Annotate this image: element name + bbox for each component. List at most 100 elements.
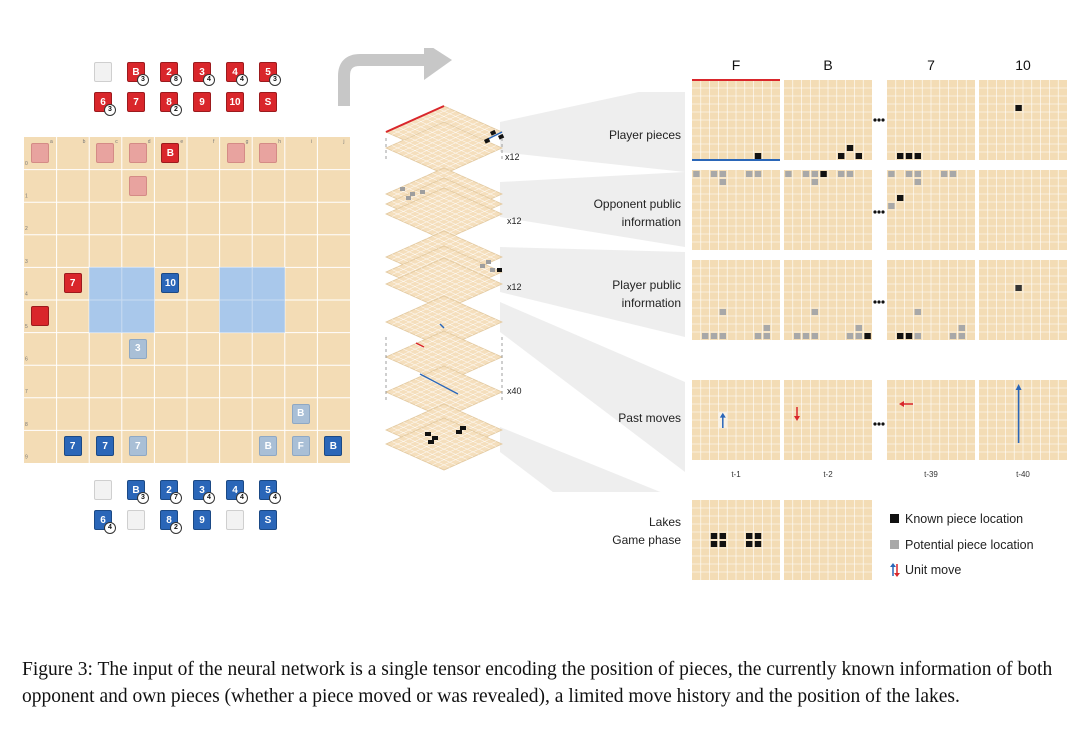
grid-player-pieces-b — [784, 80, 872, 160]
grid-player-public-f — [692, 260, 780, 340]
board-piece — [31, 143, 49, 163]
blue-reserve-piece — [127, 510, 145, 530]
grid-opponent-public-7 — [887, 170, 975, 250]
time-label-t1: t-1 — [731, 470, 741, 479]
board-piece: 10 — [161, 273, 180, 294]
tensor-layer — [385, 121, 503, 175]
board-piece: B — [291, 403, 310, 424]
grid-lakes — [692, 500, 780, 580]
grid-game-phase — [784, 500, 872, 580]
col-index: d — [148, 139, 151, 145]
tensor-layer — [385, 257, 503, 311]
tensor-stack — [385, 92, 685, 492]
figure-caption: Figure 3: The input of the neural networ… — [22, 659, 1053, 707]
potential-square-icon — [890, 540, 899, 549]
board-piece: 7 — [96, 436, 115, 457]
row-index: 2 — [25, 226, 28, 232]
stack-label-x12-b: x12 — [507, 216, 522, 226]
board-piece — [96, 143, 115, 163]
col-index: a — [50, 139, 53, 145]
flow-arrow-icon — [338, 48, 452, 106]
stack-label-x12-c: x12 — [507, 282, 522, 292]
row-index: 9 — [25, 454, 28, 460]
col-header-f: F — [731, 57, 741, 73]
blue-reserve-piece — [226, 510, 244, 530]
board-piece: B — [161, 143, 180, 163]
red-reserve-piece: 7 — [127, 92, 145, 112]
row-index: 6 — [25, 357, 28, 363]
col-index: h — [278, 139, 281, 145]
legend-known: Known piece location — [905, 512, 1024, 526]
blue-reserve-piece: 9 — [193, 510, 211, 530]
board-piece — [259, 143, 278, 163]
board-piece: 7 — [63, 273, 82, 294]
row-index: 5 — [25, 324, 28, 330]
label-past-moves: Past moves — [618, 411, 681, 425]
grid-opponent-public-10 — [979, 170, 1067, 250]
time-label-t40: t-40 — [1016, 470, 1030, 479]
legend-unit-move: Unit move — [905, 563, 962, 577]
legend-potential: Potential piece location — [905, 538, 1034, 552]
ellipsis-icon — [873, 210, 885, 214]
ellipsis-icon — [873, 118, 885, 122]
grid-player-public-b — [784, 260, 872, 340]
col-index: e — [180, 139, 183, 145]
board-piece: 7 — [128, 436, 147, 457]
row-index: 1 — [25, 194, 28, 200]
grid-player-public-10 — [979, 260, 1067, 340]
unit-move-icon — [890, 562, 900, 577]
blue-reserve-piece: S — [259, 510, 277, 530]
grid-opponent-public-b — [784, 170, 872, 250]
grid-past-moves-t1 — [692, 380, 780, 460]
ellipsis-icon — [873, 422, 885, 426]
label-player-pieces: Player pieces — [608, 128, 681, 142]
col-header-7: 7 — [927, 57, 935, 73]
board-piece: F — [291, 436, 310, 457]
grid-player-pieces-f — [692, 79, 780, 161]
board-piece: B — [259, 436, 278, 457]
col-header-10: 10 — [1015, 57, 1031, 73]
board-piece: 7 — [63, 436, 82, 457]
board-piece: 3 — [128, 338, 147, 359]
ellipsis-icon — [873, 300, 885, 304]
known-square-icon — [890, 514, 899, 523]
stack-label-x40: x40 — [507, 386, 522, 396]
time-label-t2: t-2 — [823, 470, 833, 479]
grid-player-pieces-10 — [979, 80, 1067, 160]
grid-player-public-7 — [887, 260, 975, 340]
grid-past-moves-t39 — [887, 380, 975, 460]
stack-label-x12-a: x12 — [505, 152, 520, 162]
tensor-layer — [385, 187, 503, 241]
grid-past-moves-t2 — [784, 380, 872, 460]
blue-reserve-piece — [94, 480, 112, 500]
row-index: 8 — [25, 422, 28, 428]
col-index: g — [246, 139, 249, 145]
red-reserve-piece: S — [259, 92, 277, 112]
red-reserve-piece — [94, 62, 112, 82]
col-index: f — [213, 139, 215, 145]
row-index: 4 — [25, 291, 28, 297]
grid-past-moves-t40 — [979, 380, 1067, 460]
red-reserve-piece: 10 — [226, 92, 244, 112]
time-label-t39: t-39 — [924, 470, 938, 479]
red-reserve-piece: 9 — [193, 92, 211, 112]
feature-plane-grids — [692, 79, 1067, 580]
grid-opponent-public-f — [692, 170, 780, 250]
board-piece — [128, 175, 147, 196]
col-index: j — [342, 139, 344, 145]
